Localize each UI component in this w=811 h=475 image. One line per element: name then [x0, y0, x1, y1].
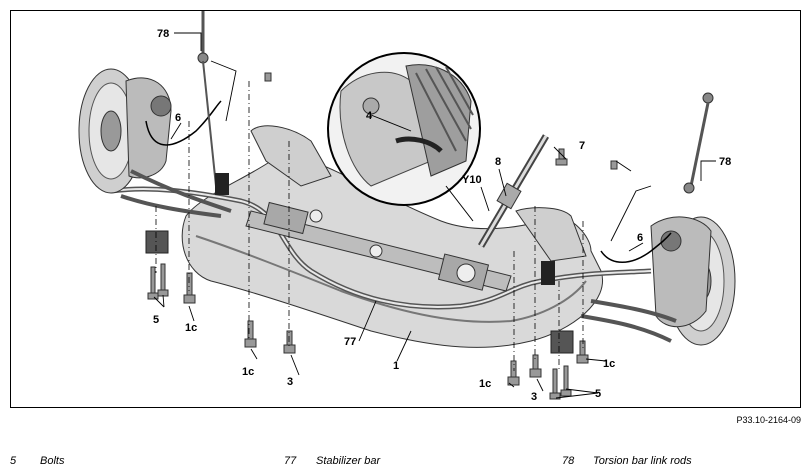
callout-5-right: 5: [595, 388, 601, 400]
callout-4: 4: [366, 110, 373, 122]
callout-6-left: 6: [175, 112, 181, 124]
left-bracket: [145, 230, 169, 254]
callout-77: 77: [344, 336, 356, 348]
callout-1: 1: [393, 360, 399, 372]
left-wheel-hub: [78, 68, 172, 194]
callout-7: 7: [579, 140, 585, 152]
callout-1c-c: 1c: [479, 378, 491, 390]
right-wheel-hub: [650, 216, 736, 346]
legend-item-bolts: 5 Bolts: [10, 455, 64, 467]
legend-label: Stabilizer bar: [316, 455, 381, 467]
callout-78-left: 78: [157, 28, 169, 40]
callout-1c-d: 1c: [603, 358, 615, 370]
callout-5-left: 5: [153, 314, 159, 326]
right-control-arm: [580, 299, 677, 343]
right-link-rod: [683, 92, 714, 194]
legend-label: Bolts: [40, 455, 65, 467]
diagram-frame: 78 6 4 7 8 Y10 78 6 5 1c 1c 3 77 1 1c 3 …: [10, 10, 801, 408]
right-sensor-line: [600, 232, 672, 263]
callout-6-right: 6: [637, 232, 643, 244]
right-bushing: [541, 261, 555, 285]
legend-item-stabilizer-bar: 77 Stabilizer bar: [284, 455, 380, 467]
legend-label: Torsion bar link rods: [593, 455, 692, 467]
callout-8: 8: [495, 156, 501, 168]
detail-magnifier: [327, 52, 481, 222]
steering-gear: [245, 201, 512, 292]
axis-lines: [155, 81, 584, 371]
callout-1c-b: 1c: [242, 366, 254, 378]
callout-y10: Y10: [462, 174, 482, 186]
callout-3-left: 3: [287, 376, 293, 388]
left-sensor-line: [145, 100, 222, 146]
legend-item-link-rods: 78 Torsion bar link rods: [562, 455, 692, 467]
figure-id: P33.10-2164-09: [736, 415, 801, 425]
legend-number: 5: [10, 455, 17, 467]
legend-number: 77: [284, 455, 297, 467]
callout-78-right: 78: [719, 156, 731, 168]
right-bracket: [550, 330, 574, 354]
leader-lines: [153, 32, 716, 399]
left-link-rod: [197, 11, 217, 187]
callouts: 78 6 4 7 8 Y10 78 6 5 1c 1c 3 77 1 1c 3 …: [153, 28, 731, 403]
callout-3-right: 3: [531, 391, 537, 403]
left-bushing: [215, 173, 229, 195]
left-control-arm: [120, 169, 232, 218]
bolts: [147, 72, 618, 400]
callout-1c-a: 1c: [185, 322, 197, 334]
front-axle-diagram: 78 6 4 7 8 Y10 78 6 5 1c 1c 3 77 1 1c 3 …: [78, 11, 736, 403]
legend-number: 78: [562, 455, 575, 467]
